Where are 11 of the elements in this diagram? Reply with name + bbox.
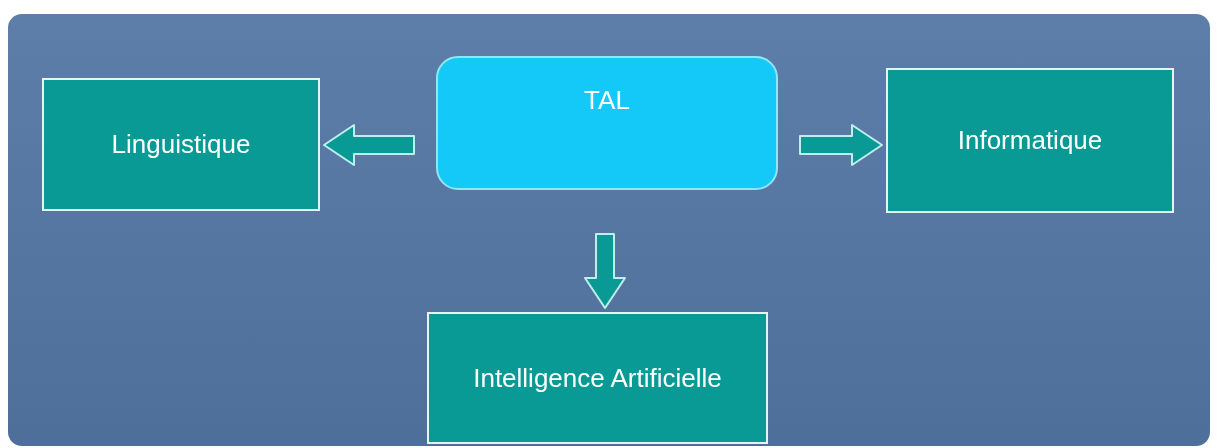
rounded-box [436, 56, 778, 190]
block-arrow [799, 124, 883, 166]
block-arrow [323, 124, 415, 166]
process-box [42, 78, 320, 211]
block-arrow [584, 233, 626, 309]
node-label: Linguistique [111, 128, 251, 161]
node-label: Informatique [957, 124, 1103, 157]
node-label: Intelligence Artificielle [473, 361, 722, 395]
process-box [886, 68, 1174, 213]
process-box [427, 312, 768, 444]
node-label: TAL [584, 84, 630, 117]
